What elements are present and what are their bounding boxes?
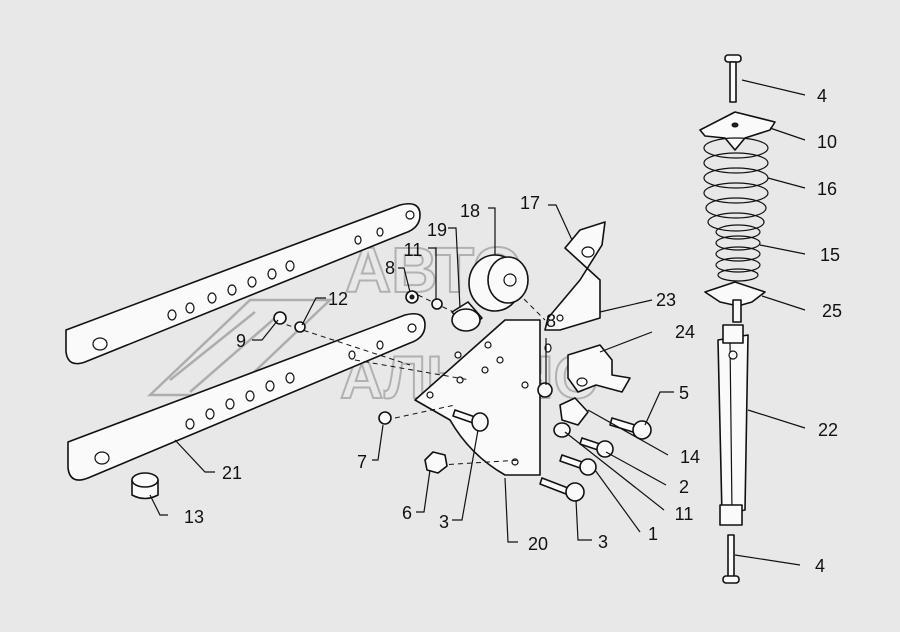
bolt-3-left-head [471, 412, 489, 432]
washer-12 [294, 321, 306, 333]
spacer-19 [451, 301, 483, 332]
callout-22: 22 [817, 420, 839, 440]
callout-23: 23 [655, 290, 677, 310]
callout-9: 9 [235, 331, 247, 351]
callout-25: 25 [821, 301, 843, 321]
callout-12: 12 [327, 289, 349, 309]
callout-5: 5 [678, 383, 690, 403]
bolt-3-right-shank [539, 477, 569, 495]
nut-8-right [537, 382, 553, 398]
bolt-4-top [724, 54, 742, 103]
spacer-14 [559, 397, 589, 426]
guide-rod-22 [717, 324, 749, 526]
washer-11-top [431, 298, 443, 310]
spring-15 [715, 224, 761, 282]
callout-16: 16 [816, 179, 838, 199]
callout-11-top: 11 [403, 240, 423, 260]
bushing-13 [131, 472, 159, 500]
callout-11-bottom: 11 [674, 504, 694, 524]
bolt-4-bottom [722, 534, 740, 584]
upper-link-arm [65, 202, 421, 365]
callout-4-bottom: 4 [814, 556, 826, 576]
callout-19: 19 [426, 220, 448, 240]
spring-16 [703, 137, 769, 232]
callout-3-left: 3 [438, 512, 450, 532]
callout-1: 1 [647, 524, 659, 544]
roller-18 [468, 254, 529, 312]
nut-6 [424, 451, 448, 474]
callout-21: 21 [221, 463, 243, 483]
callout-4-top: 4 [816, 86, 828, 106]
callout-15: 15 [819, 245, 841, 265]
latch-24 [567, 344, 631, 393]
spring-cap-10 [699, 111, 776, 151]
lower-link-arm [67, 312, 426, 481]
bolt-3-right-head [565, 482, 585, 502]
spring-seat-25 [704, 281, 766, 323]
leader-lines [149, 79, 806, 566]
callout-17: 17 [519, 193, 541, 213]
bolts [452, 409, 652, 502]
callout-24: 24 [674, 322, 696, 342]
nut-7 [378, 411, 392, 425]
callout-2: 2 [678, 477, 690, 497]
callout-3-right: 3 [597, 532, 609, 552]
callout-8-right: 8 [545, 311, 557, 331]
callout-20: 20 [527, 534, 549, 554]
lower-arm-holes [185, 340, 384, 430]
upper-arm-holes [167, 227, 384, 321]
washer-11-bottom [553, 422, 571, 438]
small-hardware [273, 290, 589, 474]
bolt-5-head [632, 420, 652, 440]
bolt-1-head [579, 458, 597, 476]
callout-14: 14 [679, 447, 701, 467]
callout-8-left: 8 [384, 258, 396, 278]
callout-10: 10 [816, 132, 838, 152]
callout-7: 7 [356, 452, 368, 472]
callout-6: 6 [401, 503, 413, 523]
callout-18: 18 [459, 201, 481, 221]
callout-13: 13 [183, 507, 205, 527]
bracket-17 [544, 221, 606, 331]
